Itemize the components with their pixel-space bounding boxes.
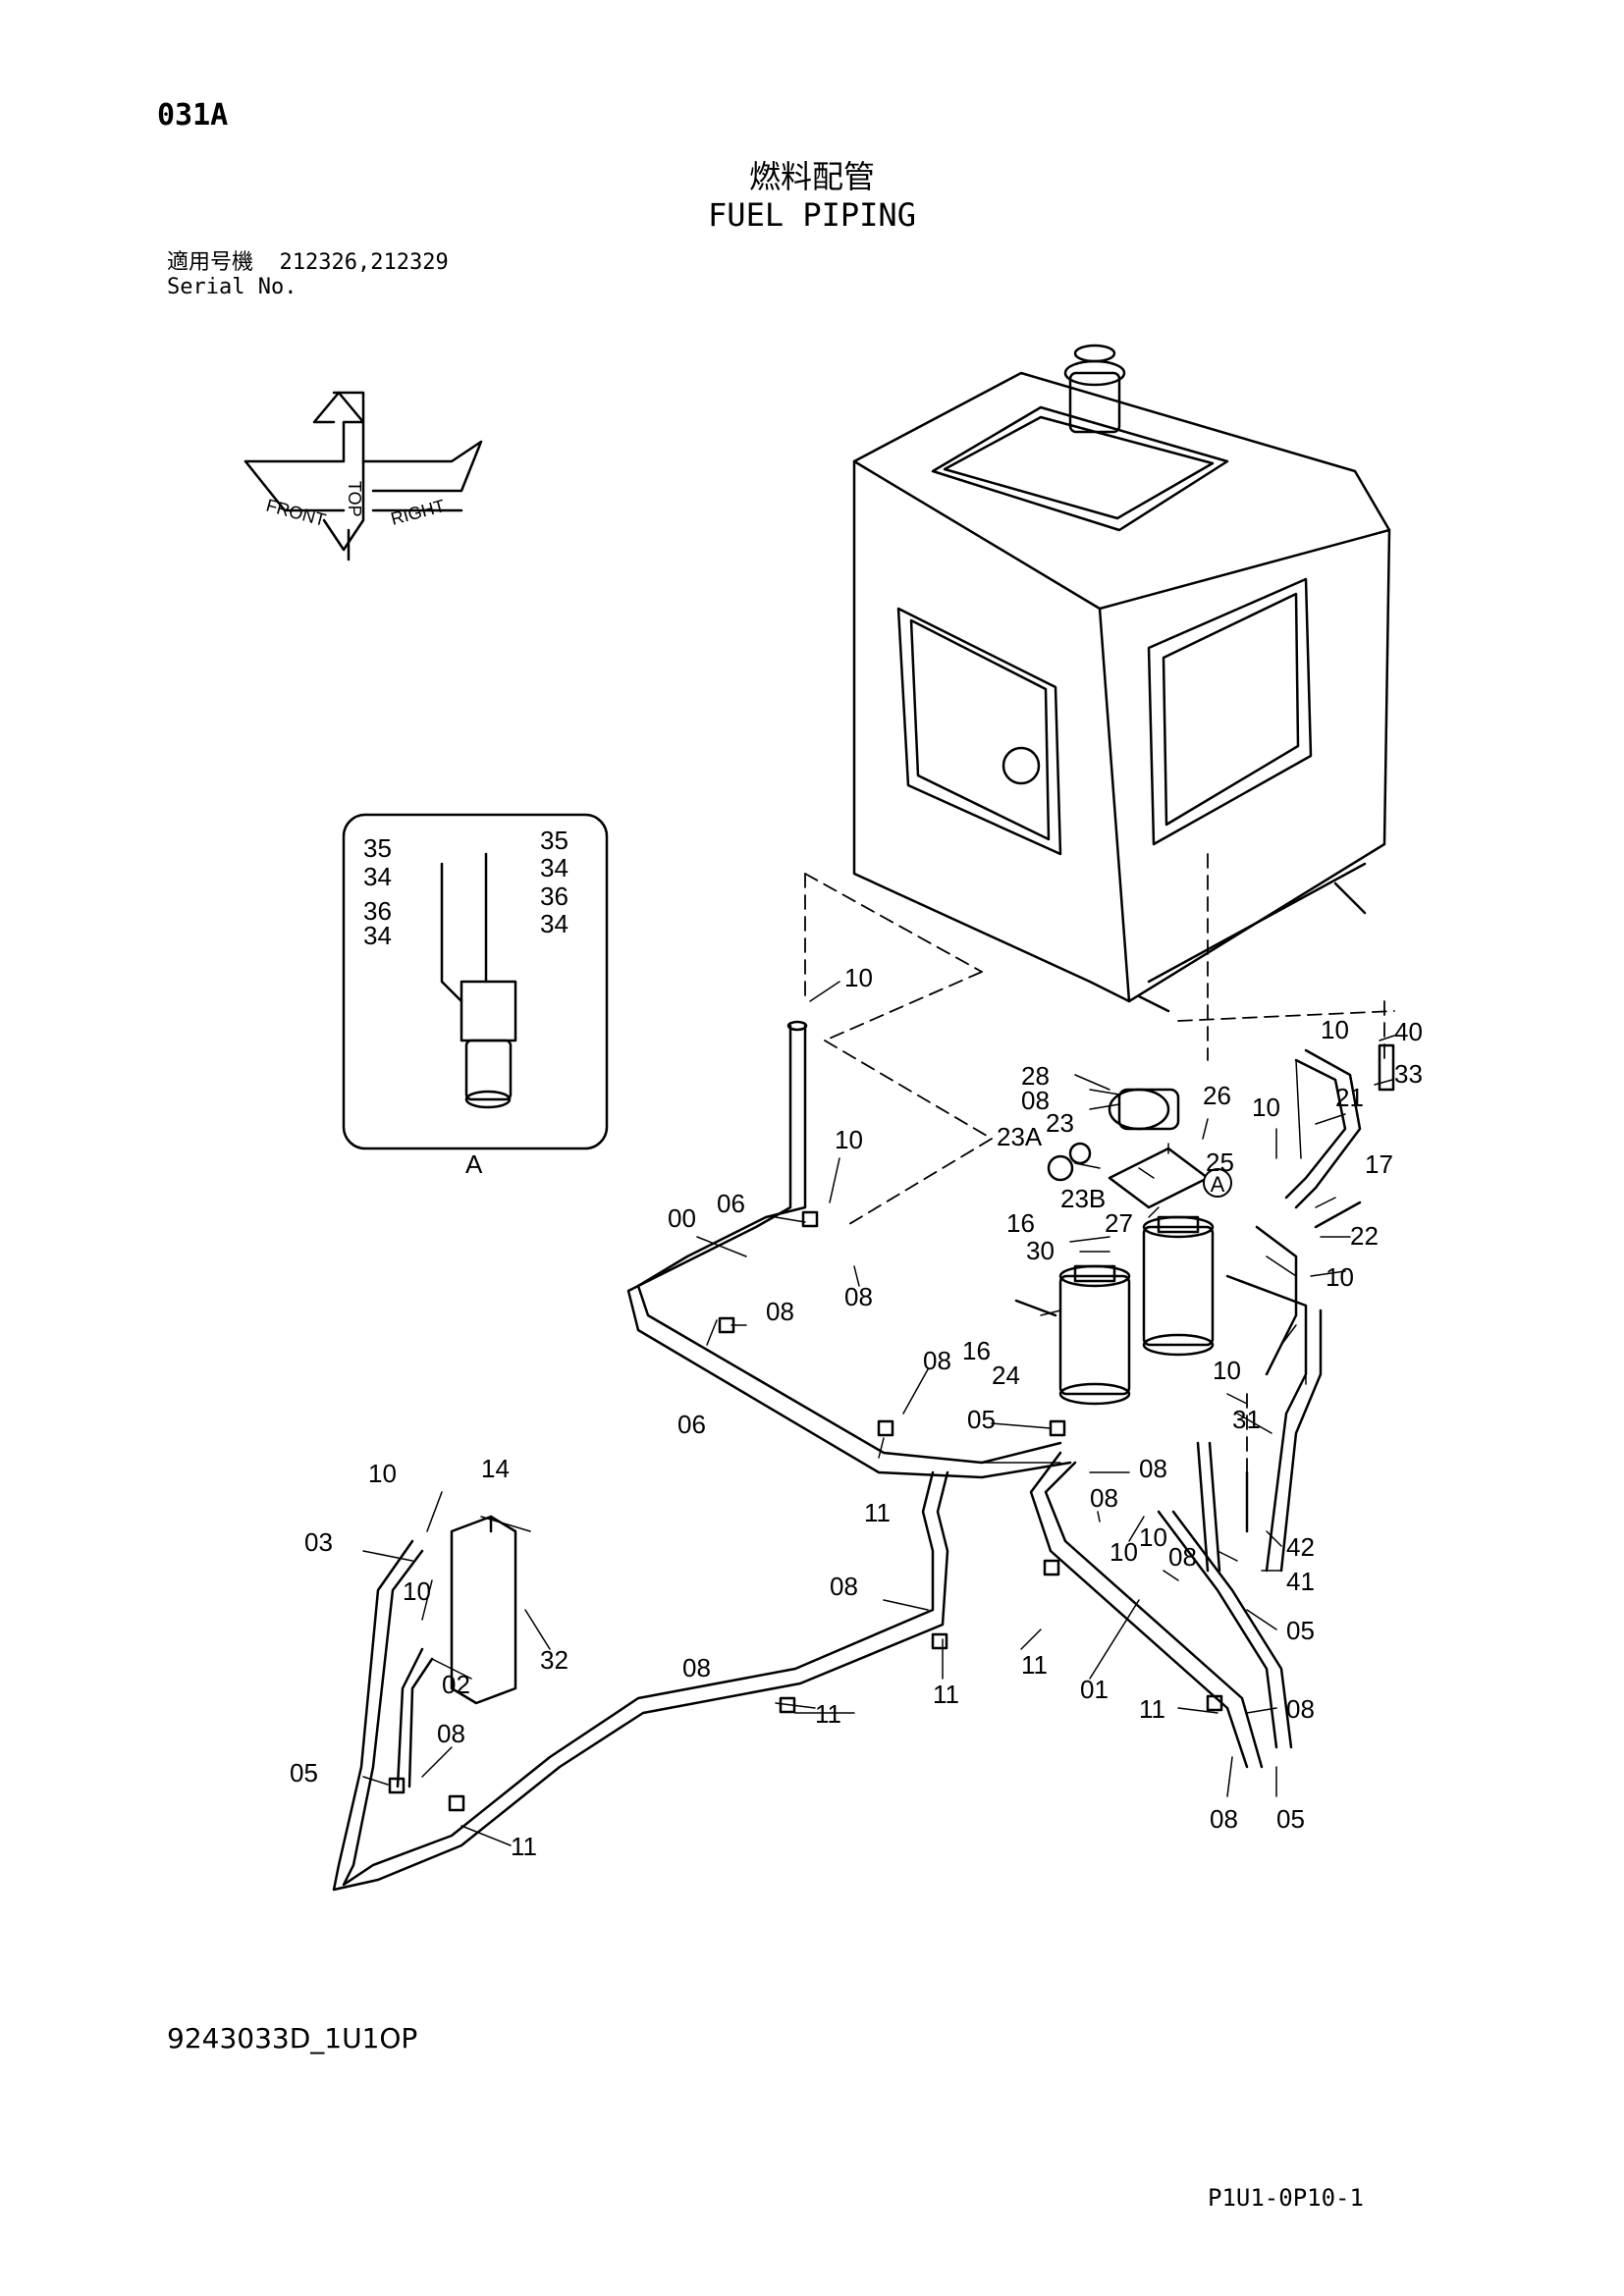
callout: 11	[1021, 1650, 1048, 1680]
callout: 11	[815, 1699, 841, 1729]
document-id: 9243033D_1U1OP	[167, 2022, 418, 2055]
callout: 16	[962, 1336, 991, 1365]
callout: 36	[363, 896, 392, 926]
page-code: 031A	[157, 98, 229, 133]
callout: 27	[1105, 1208, 1133, 1238]
callout: 35	[540, 826, 568, 855]
fuel-tank	[852, 344, 1391, 1013]
callout: 34	[363, 862, 392, 891]
callout: 05	[290, 1758, 318, 1788]
orientation-front: FRONT	[264, 496, 328, 530]
detail-a-marker-label: A	[1211, 1172, 1225, 1197]
callout: 41	[1286, 1567, 1315, 1596]
hose-00	[626, 1020, 1072, 1479]
callout: 08	[830, 1572, 858, 1601]
callout: 05	[1276, 1804, 1305, 1834]
callout: 17	[1365, 1149, 1393, 1179]
hose-clips	[388, 1210, 1223, 1812]
title-japanese: 燃料配管	[748, 158, 875, 195]
callout: 03	[304, 1527, 333, 1557]
callout: 10	[368, 1459, 397, 1488]
callout: 10	[1326, 1262, 1354, 1292]
callout: 08	[766, 1297, 794, 1326]
callout: 05	[967, 1405, 996, 1434]
callout: 10	[844, 963, 873, 992]
title-english: FUEL PIPING	[708, 196, 916, 234]
callout: 08	[682, 1653, 711, 1682]
callout: 14	[481, 1454, 510, 1483]
callout: 34	[540, 909, 568, 938]
callout: 10	[835, 1125, 863, 1154]
callout: 23A	[997, 1122, 1043, 1151]
callout: 10	[1139, 1522, 1167, 1552]
callout: 34	[363, 921, 392, 950]
callout: 36	[540, 881, 568, 911]
page-reference: P1U1-0P10-1	[1208, 2184, 1364, 2212]
callout: 06	[677, 1410, 706, 1439]
callout: 24	[992, 1361, 1020, 1390]
callout: 30	[1026, 1236, 1055, 1265]
callout: 08	[1286, 1694, 1315, 1724]
projection-lines	[804, 853, 1395, 1532]
leader-lines	[362, 981, 1395, 1846]
callout: 11	[1139, 1694, 1165, 1724]
callout: 32	[540, 1645, 568, 1675]
callout: 08	[437, 1719, 465, 1748]
callout: 11	[933, 1680, 959, 1709]
callout: 08	[1168, 1542, 1197, 1572]
callout: 23	[1046, 1108, 1074, 1138]
callout: 40	[1394, 1017, 1423, 1046]
callout: 10	[1213, 1356, 1241, 1385]
callout: 10	[1252, 1093, 1280, 1122]
detail-a-label: A	[465, 1149, 483, 1179]
callout: 08	[1021, 1086, 1050, 1115]
callout: 21	[1335, 1083, 1364, 1112]
callout: 34	[540, 853, 568, 882]
part-33	[1378, 1043, 1395, 1092]
fuel-filters	[1058, 1215, 1215, 1406]
callout: 10	[1110, 1537, 1138, 1567]
orientation-top: TOP	[345, 481, 364, 517]
main-callouts: 10 10 08 00 06 08 06 08 11 05 08 08 10 1…	[290, 963, 1423, 1861]
hose-01-05	[1029, 1451, 1293, 1769]
serial-label-jp: 適用号機	[167, 250, 254, 275]
callout: 00	[668, 1203, 696, 1233]
callout: 28	[1021, 1061, 1050, 1091]
callout: 16	[1006, 1208, 1035, 1238]
callout: 01	[1080, 1675, 1109, 1704]
detail-a-marker	[1203, 1168, 1232, 1198]
callout: 08	[1210, 1804, 1238, 1834]
serial-value: 212326,212329	[279, 250, 449, 275]
callout: 33	[1394, 1059, 1423, 1089]
callout: 11	[864, 1498, 891, 1527]
callout: 10	[403, 1576, 431, 1606]
callout: 08	[1090, 1483, 1118, 1513]
callout: 35	[363, 833, 392, 863]
callout: 22	[1350, 1221, 1379, 1251]
serial-block: 適用号機 212326,212329 Serial No.	[167, 250, 449, 299]
callout: 08	[1139, 1454, 1167, 1483]
bolt-17	[1314, 1201, 1362, 1229]
callout: 23B	[1060, 1184, 1106, 1213]
callout: 25	[1206, 1148, 1234, 1177]
serial-label-en: Serial No.	[167, 275, 298, 299]
callout: 02	[442, 1670, 470, 1699]
callout: 11	[511, 1832, 537, 1861]
callout: 06	[717, 1189, 745, 1218]
hose-03-05	[332, 1470, 949, 1892]
callout: 08	[923, 1346, 951, 1375]
callout: 26	[1203, 1081, 1231, 1110]
hose-41-42	[1196, 1441, 1249, 1573]
orientation-right: RIGHT	[389, 496, 447, 529]
orientation-indicator	[244, 391, 483, 561]
detail-a-panel	[342, 813, 609, 1150]
callout: 05	[1286, 1616, 1315, 1645]
callout: 42	[1286, 1532, 1315, 1562]
callout: 10	[1321, 1015, 1349, 1044]
callout: 31	[1232, 1405, 1261, 1434]
callout: 08	[844, 1282, 873, 1311]
detail-a-callouts: 35 35 34 34 36 36 34 34 A	[363, 826, 568, 1179]
orientation-labels: FRONT TOP RIGHT	[264, 481, 447, 530]
